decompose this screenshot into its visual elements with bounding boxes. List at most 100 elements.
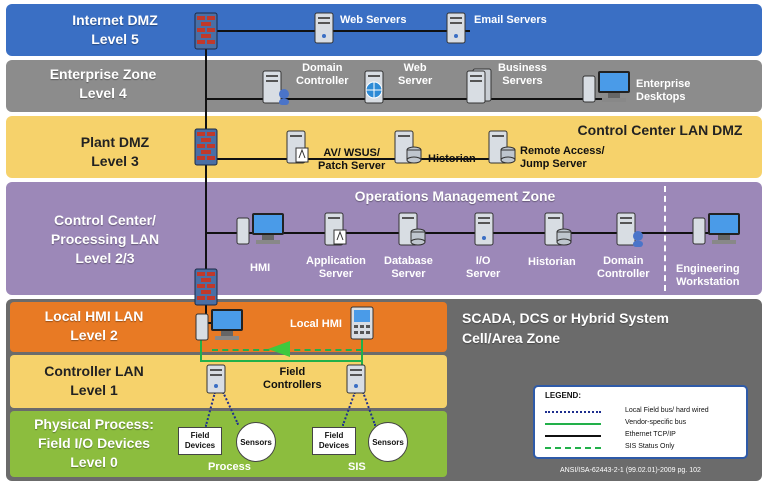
process-label: Process bbox=[208, 461, 251, 473]
zone-level0-level: Level 0 bbox=[70, 454, 118, 470]
zone-level1-label: Controller LAN Level 1 bbox=[14, 362, 174, 400]
legend-box: LEGEND: Local Field bus/ hard wired Vend… bbox=[533, 385, 748, 459]
zone-level5-title: Internet DMZ bbox=[72, 12, 158, 28]
zone-level3-label: Plant DMZ Level 3 bbox=[40, 133, 190, 171]
legend-line-vendor bbox=[545, 423, 601, 425]
legend-row: Local Field bus/ hard wired bbox=[545, 407, 745, 417]
zone-scada-label: SCADA, DCS or Hybrid System Cell/Area Zo… bbox=[462, 308, 722, 348]
zone-level5-level: Level 5 bbox=[91, 31, 139, 47]
legend-line-fieldbus bbox=[545, 411, 601, 413]
vendor-bus-line bbox=[200, 340, 202, 362]
field-devices-2-line2: Devices bbox=[318, 441, 350, 450]
zone-scada-line2: Cell/Area Zone bbox=[462, 330, 561, 346]
zone-level4-level: Level 4 bbox=[79, 85, 127, 101]
local-hmi-drop bbox=[361, 333, 363, 369]
zone-level0-title-1: Physical Process: bbox=[34, 416, 154, 432]
sis-status-arrow-icon bbox=[268, 341, 290, 357]
field-devices-1-line2: Devices bbox=[184, 441, 216, 450]
zone-level1-band bbox=[10, 355, 447, 408]
zone-level3-right-title: Control Center LAN DMZ bbox=[577, 122, 743, 138]
av-wsus-line2: Patch Server bbox=[318, 160, 386, 172]
business-servers-line2: Servers bbox=[502, 75, 543, 87]
enterprise-desktops-line2: Desktops bbox=[636, 91, 686, 103]
sis-label: SIS bbox=[348, 461, 366, 473]
web-server-l4-line2: Server bbox=[398, 75, 433, 87]
remote-access-line1: Remote Access/ bbox=[520, 145, 605, 157]
engineering-workstation-icon bbox=[692, 213, 740, 245]
zone-level1-level: Level 1 bbox=[70, 382, 118, 398]
web-server-l4-line1: Web bbox=[403, 62, 427, 74]
application-server-icon bbox=[324, 212, 347, 246]
engineering-separator bbox=[664, 186, 666, 291]
zone-scada-line1: SCADA, DCS or Hybrid System bbox=[462, 310, 669, 326]
local-hmi-lan-computer-icon bbox=[195, 309, 243, 341]
field-controller-icon bbox=[206, 364, 226, 394]
database-server-line1: Database bbox=[384, 255, 433, 267]
legend-line-sis bbox=[545, 447, 601, 449]
zone-level1-title: Controller LAN bbox=[44, 363, 144, 379]
remote-access-line2: Jump Server bbox=[520, 158, 587, 170]
zone-level3-title: Plant DMZ bbox=[80, 134, 150, 150]
domain-controller-icon bbox=[262, 70, 289, 105]
historian-icon bbox=[394, 130, 422, 164]
application-server-line2: Server bbox=[318, 268, 354, 280]
level5-network-line bbox=[205, 30, 470, 32]
zone-level3-level: Level 3 bbox=[91, 153, 139, 169]
field-devices-2-line1: Field bbox=[324, 431, 344, 440]
enterprise-desktops-line1: Enterprise bbox=[636, 78, 691, 90]
av-wsus-label: AV/ WSUS/Patch Server bbox=[318, 147, 385, 173]
zone-level23-title-1: Control Center/ bbox=[54, 212, 156, 228]
sensors-circle-2: Sensors bbox=[368, 422, 408, 462]
zone-level2-title: Local HMI LAN bbox=[44, 308, 144, 324]
domain-controller-l23-line2: Controller bbox=[597, 268, 650, 280]
field-controllers-line1: Field bbox=[279, 366, 306, 378]
zone-level0-title-2: Field I/O Devices bbox=[37, 435, 151, 451]
zone-level2-level: Level 2 bbox=[70, 327, 118, 343]
zone-level23-label: Control Center/ Processing LAN Level 2/3 bbox=[30, 211, 180, 268]
zone-level23-title-2: Processing LAN bbox=[50, 231, 160, 247]
firewall-level3-icon bbox=[194, 128, 218, 166]
av-wsus-line1: AV/ WSUS/ bbox=[323, 147, 380, 159]
io-server-line1: I/O bbox=[475, 255, 491, 267]
legend-label: SIS Status Only bbox=[625, 443, 675, 450]
historian-l3-label: Historian bbox=[428, 153, 476, 165]
remote-access-label: Remote Access/Jump Server bbox=[520, 145, 605, 171]
domain-controller-l4-line1: Domain bbox=[302, 62, 343, 74]
business-servers-line1: Business bbox=[498, 62, 547, 74]
legend-label: Local Field bus/ hard wired bbox=[625, 407, 709, 414]
remote-access-icon bbox=[488, 130, 516, 164]
firewall-level23-icon bbox=[194, 268, 218, 306]
local-hmi-label: Local HMI bbox=[290, 318, 342, 330]
local-hmi-panel-icon bbox=[350, 306, 374, 340]
domain-controller-l4-line2: Controller bbox=[296, 75, 349, 87]
historian-l23-icon bbox=[544, 212, 572, 246]
legend-label: Ethernet TCP/IP bbox=[625, 431, 676, 438]
database-server-line2: Server bbox=[391, 268, 426, 280]
engineering-workstation-line2: Workstation bbox=[676, 276, 740, 288]
zone-level23-center-title: Operations Management Zone bbox=[354, 188, 556, 204]
io-server-line2: Server bbox=[466, 268, 501, 280]
level4-network-line bbox=[205, 98, 625, 100]
zone-level0-label: Physical Process: Field I/O Devices Leve… bbox=[14, 415, 174, 472]
hmi-computer-icon bbox=[236, 213, 284, 245]
zone-level4-band bbox=[6, 60, 762, 112]
legend-title: LEGEND: bbox=[545, 391, 581, 400]
server-icon bbox=[314, 12, 334, 44]
hmi-label: HMI bbox=[250, 262, 271, 274]
server-icon bbox=[446, 12, 466, 44]
vendor-bus-h bbox=[200, 360, 363, 362]
level3-network-line bbox=[205, 158, 515, 160]
email-servers-label: Email Servers bbox=[474, 14, 547, 26]
